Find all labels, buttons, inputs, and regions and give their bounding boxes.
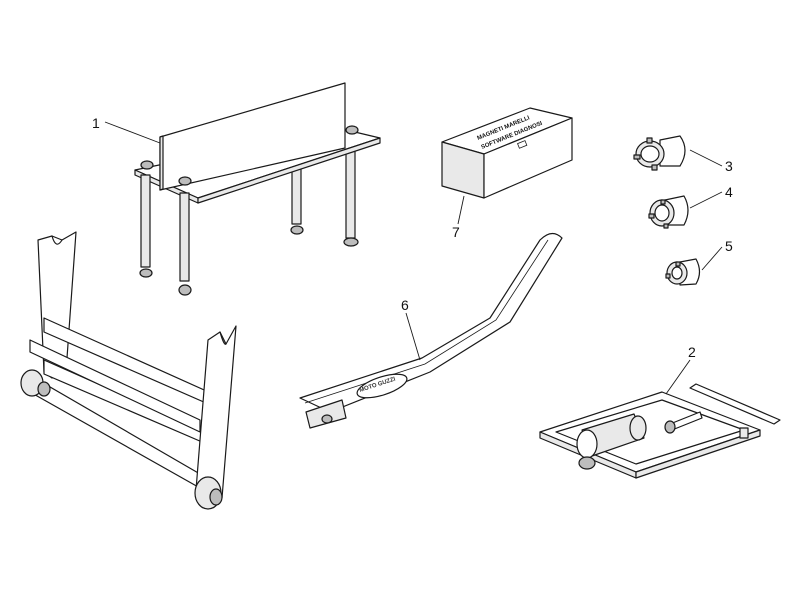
- leader-2: [665, 359, 691, 395]
- callout-2: 2: [688, 344, 696, 360]
- part-1-support-fixture: [134, 82, 381, 296]
- callout-6: 6: [401, 297, 409, 313]
- leader-4: [689, 191, 723, 209]
- leader-3: [689, 149, 723, 167]
- part-3-ring-nut-wrench: [633, 135, 686, 171]
- callout-5: 5: [725, 238, 733, 254]
- part-5-ring-nut-wrench: [665, 258, 701, 286]
- part-4-ring-nut-wrench: [648, 195, 689, 229]
- leader-6: [405, 312, 421, 361]
- leader-lines: [104, 121, 723, 395]
- callout-7: 7: [452, 224, 460, 240]
- callout-1: 1: [92, 115, 100, 131]
- callout-4: 4: [725, 184, 733, 200]
- leader-1: [104, 121, 161, 144]
- part-2-frame-fixture: [539, 383, 781, 479]
- part-7-software-box: MAGNETI MARELLI SOFTWARE DIAGNOSI: [441, 107, 573, 199]
- leader-5: [701, 246, 723, 271]
- leader-7: [457, 195, 465, 225]
- callout-3: 3: [725, 158, 733, 174]
- part-6-center-stand: MOTO GUZZI: [20, 231, 563, 510]
